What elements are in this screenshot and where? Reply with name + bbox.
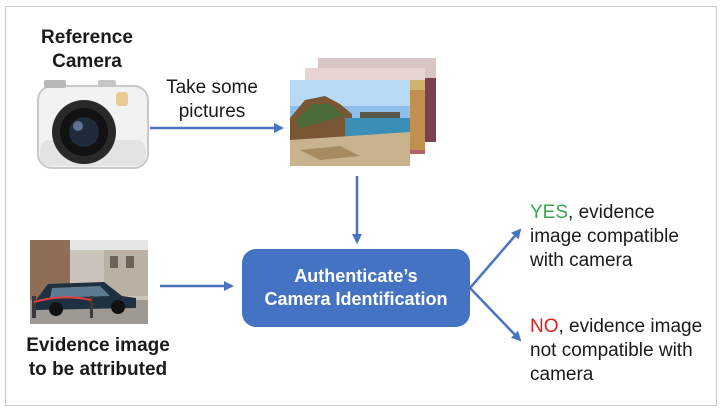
take-pictures-line1: Take some [166,77,258,98]
reference-camera-label: Reference Camera [22,26,152,74]
result-yes-line2: image compatible [530,226,679,247]
result-no-line2: not compatible with [530,340,693,361]
camera-identification-node: Authenticate’s Camera Identification [242,249,470,327]
result-no-line3: camera [530,364,594,385]
photo-stack-icon [290,58,436,166]
process-line2: Camera Identification [264,289,448,309]
take-pictures-label: Take some pictures [158,76,266,124]
result-no-line1: NO, evidence image [530,315,720,339]
result-no: NO, evidence image not compatible with c… [530,315,720,387]
no-keyword: NO [530,316,559,337]
result-no-line1-rest: , evidence image [558,316,703,337]
process-line1: Authenticate’s [294,266,418,286]
result-yes-line1-rest: , evidence [568,202,655,223]
car-street-photo-icon [30,240,148,324]
result-yes: YES, evidence image compatible with came… [530,201,710,273]
take-pictures-line2: pictures [178,101,246,122]
reference-camera-line1: Reference [41,27,133,48]
yes-keyword: YES [530,202,569,223]
evidence-line2: to be attributed [28,359,168,380]
evidence-line1: Evidence image [26,335,170,356]
flow-arrows [150,123,522,342]
reference-camera-line2: Camera [52,51,122,72]
arrow-process-to-no [469,287,522,342]
camera-photo-icon [37,80,149,169]
result-yes-line1: YES, evidence [530,201,710,225]
evidence-image-label: Evidence image to be attributed [12,334,184,382]
arrow-process-to-yes [469,228,522,289]
result-yes-line3: with camera [530,250,633,271]
